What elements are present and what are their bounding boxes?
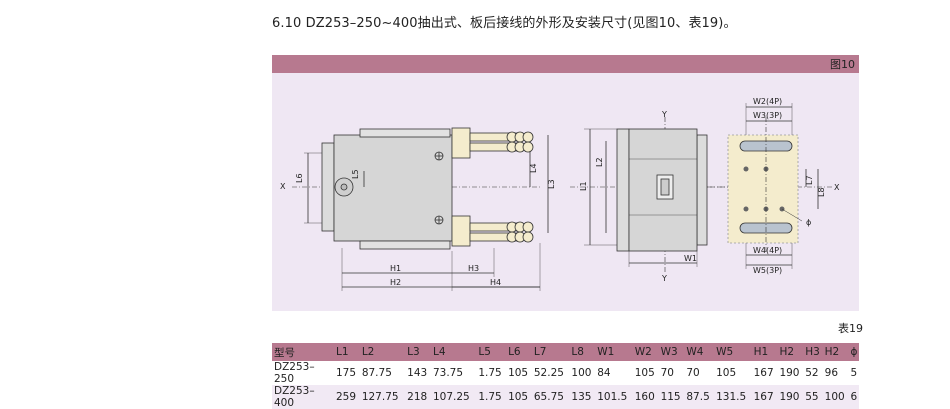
table-label: 表19: [838, 322, 863, 335]
table-cell: 131.5: [716, 391, 747, 403]
col-header: L8: [571, 346, 584, 358]
axis-x-right: X: [834, 183, 840, 192]
table-cell: 105: [508, 367, 529, 379]
mounting-view: [707, 103, 832, 269]
table-cell: 160: [634, 391, 655, 403]
table-cell: 105: [716, 367, 737, 379]
col-header: H1: [753, 346, 769, 358]
table-cell: 105: [634, 367, 655, 379]
figure-label: 图10: [830, 58, 855, 71]
col-header: H3: [805, 346, 820, 358]
table-cell: 218: [407, 391, 428, 403]
table-cell: 1.75: [478, 367, 502, 379]
table-cell: 1.75: [478, 391, 502, 403]
axis-y-top: Y: [661, 110, 667, 119]
col-header: H2: [779, 346, 795, 358]
table-cell: 87.5: [686, 391, 710, 403]
dim-l7: L7: [805, 175, 814, 185]
table-cell: 167: [753, 391, 774, 403]
col-header: L2: [361, 346, 375, 358]
table-cell: 52.25: [533, 367, 564, 379]
table-cell: 135: [571, 391, 592, 403]
col-header: W4: [686, 346, 704, 358]
table-cell: 87.75: [361, 367, 392, 379]
dim-w5: W5(3P): [753, 266, 782, 275]
dim-l4: L4: [529, 163, 538, 173]
dim-phi: ϕ: [806, 218, 811, 227]
col-header: L1: [336, 346, 349, 358]
table-cell: DZ253–400: [274, 385, 315, 409]
col-header: L5: [478, 346, 491, 358]
table-cell: 190: [779, 391, 800, 403]
col-header: W2: [634, 346, 652, 358]
table-cell: 100: [824, 391, 845, 403]
table-cell: 259: [336, 391, 357, 403]
table-cell: 73.75: [432, 367, 464, 379]
dim-w2: W2(4P): [753, 97, 782, 106]
table-cell: 70: [686, 367, 700, 379]
col-header: W1: [597, 346, 615, 358]
table-cell: 96: [824, 367, 839, 379]
table-cell: 100: [571, 367, 592, 379]
axis-x-left: X: [280, 182, 286, 191]
table-cell: 65.75: [533, 391, 564, 403]
dim-l3: L3: [547, 179, 556, 189]
col-header: ϕ: [850, 346, 858, 358]
table-cell: 5: [850, 367, 858, 379]
table-cell: 143: [407, 367, 428, 379]
table-cell: 107.25: [432, 391, 470, 403]
table-cell: 127.75: [361, 391, 399, 403]
dim-l8: L8: [817, 187, 826, 197]
table-row: DZ253–400 259 127.75 218 107.25 1.75 105…: [272, 385, 859, 409]
side-view: [292, 127, 549, 291]
table-cell: 101.5: [597, 391, 628, 403]
table-cell: 115: [660, 391, 681, 403]
table-cell: DZ253–250: [274, 361, 315, 385]
dim-l5: L5: [351, 169, 360, 179]
col-header: H2: [824, 346, 840, 358]
dim-l1: L1: [579, 181, 588, 191]
table-cell: 55: [805, 391, 819, 403]
col-header: L3: [407, 346, 420, 358]
dimension-table: 型号 L1 L2 L3 L4 L5 L6 L7 L8 W1 W2 W3 W4 W…: [272, 343, 859, 409]
table-cell: 70: [660, 367, 674, 379]
table-row: DZ253–250 175 87.75 143 73.75 1.75 105 5…: [272, 361, 859, 385]
col-header: W3: [660, 346, 678, 358]
table-cell: 167: [753, 367, 774, 379]
front-view: [570, 117, 732, 273]
col-header: W5: [716, 346, 734, 358]
col-header: L4: [432, 346, 446, 358]
col-header: L7: [533, 346, 547, 358]
dim-w3: W3(3P): [753, 111, 782, 120]
axis-y-bottom: Y: [661, 274, 667, 283]
dim-h4: H4: [490, 278, 501, 287]
table-cell: 84: [597, 367, 611, 379]
table-cell: 175: [336, 367, 357, 379]
dim-w4: W4(4P): [753, 246, 782, 255]
col-header: 型号: [274, 346, 295, 359]
dimension-drawing: X L6 L5 L4 L3 H1 H2 H3 H4 L1 L2 Y Y W1 W…: [280, 97, 840, 291]
section-heading: 6.10 DZ253–250~400抽出式、板后接线的外形及安装尺寸(见图10、…: [272, 16, 737, 31]
table-header-row: 型号 L1 L2 L3 L4 L5 L6 L7 L8 W1 W2 W3 W4 W…: [272, 343, 859, 361]
dim-h2: H2: [390, 278, 401, 287]
table-cell: 190: [779, 367, 800, 379]
figure-panel: X L6 L5 L4 L3 H1 H2 H3 H4 L1 L2 Y Y W1 W…: [272, 73, 859, 311]
dim-w1: W1: [684, 254, 697, 263]
table-cell: 6: [850, 391, 858, 403]
dim-h3: H3: [468, 264, 479, 273]
dim-h1: H1: [390, 264, 401, 273]
table-cell: 52: [805, 367, 819, 379]
table-cell: 105: [508, 391, 529, 403]
dimension-labels: X L6 L5 L4 L3 H1 H2 H3 H4 L1 L2 Y Y W1 W…: [280, 97, 840, 287]
dim-l2: L2: [595, 157, 604, 167]
col-header: L6: [508, 346, 521, 358]
dim-l6: L6: [295, 173, 304, 183]
figure-header-bar: 图10: [272, 55, 859, 73]
